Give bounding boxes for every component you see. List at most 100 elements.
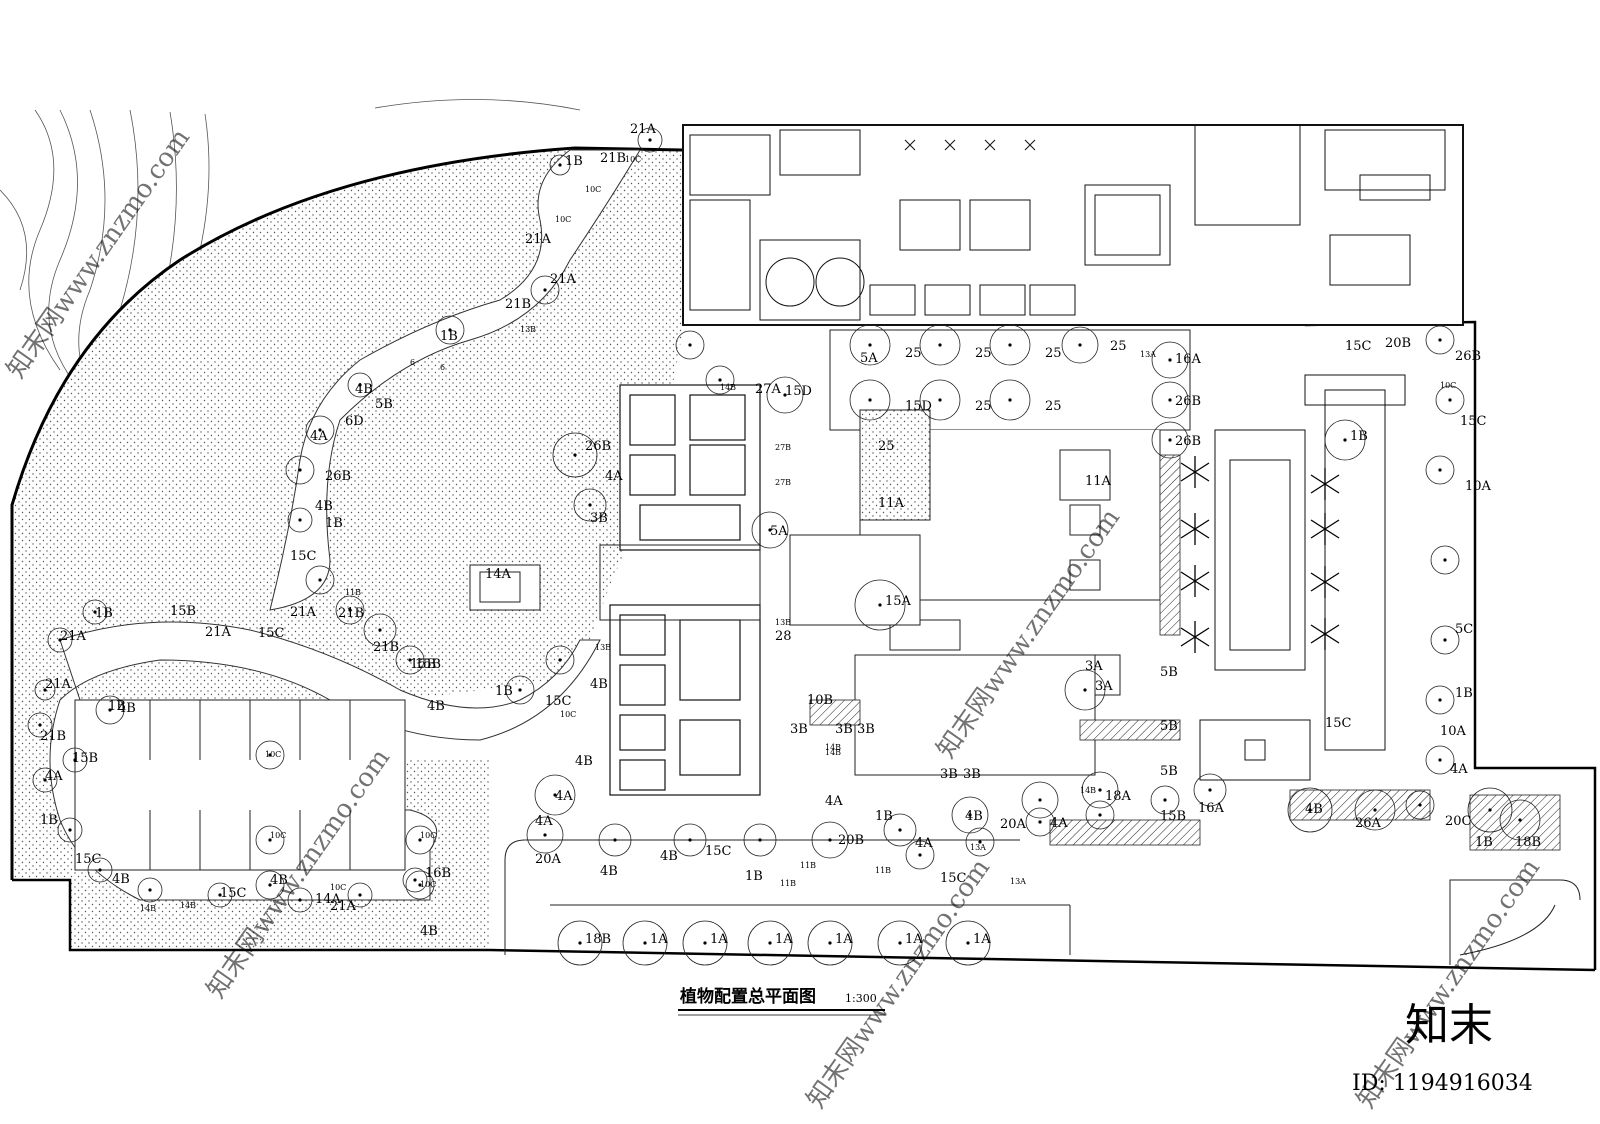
plant-code-label: 18B: [1515, 835, 1541, 850]
plant-code-label: 1B: [440, 329, 458, 344]
tree-canopy-icon: [951, 796, 989, 834]
plant-code-label: 15C: [75, 852, 102, 867]
plant-code-label: 5B: [1160, 764, 1178, 779]
plant-code-label: 10B: [807, 693, 833, 708]
tree-canopy-icon: [305, 415, 335, 445]
plant-code-label: 1B: [1455, 686, 1473, 701]
plant-code-label: 3A: [1095, 679, 1113, 694]
tree-canopy-icon: [1193, 773, 1227, 807]
drawing-title: 植物配置总平面图: [680, 986, 816, 1007]
tree-canopy-icon: [363, 613, 397, 647]
plant-code-label: 13A: [1140, 350, 1156, 359]
plant-code-label: 14B: [825, 748, 841, 757]
plant-code-label: 4B: [427, 699, 445, 714]
plant-code-label: 25: [975, 399, 992, 414]
plant-code-label: 16B: [425, 866, 451, 881]
planting-bed-curve: [269, 149, 641, 611]
plant-code-label: 14B: [825, 743, 841, 752]
tree-canopy-icon: [1287, 787, 1333, 833]
plant-code-label: 4B: [1305, 802, 1323, 817]
plant-code-label: 4B: [575, 754, 593, 769]
plant-code-label: 4B: [112, 872, 130, 887]
tree-canopy-icon: [557, 920, 603, 966]
tree-canopy-icon: [598, 823, 632, 857]
site-boundary-lower: [12, 878, 1596, 972]
tree-canopy-icon: [675, 330, 705, 360]
plant-code-label: 10A: [1465, 479, 1492, 494]
plant-code-label: 15D: [905, 399, 932, 414]
tree-canopy-icon: [637, 127, 663, 153]
plant-code-label: 10C: [270, 831, 286, 840]
plant-code-label: 21A: [45, 677, 72, 692]
tree-canopy-icon: [965, 827, 995, 857]
clubhouse-building: [682, 124, 1464, 326]
plant-code-label: 10C: [1440, 381, 1456, 390]
tree-canopy-icon: [1405, 790, 1435, 820]
plant-code-label: 4B: [590, 677, 608, 692]
plant-code-label: 15B: [170, 604, 196, 619]
lawn-feature: [469, 564, 541, 611]
plant-code-label: 3A: [1085, 659, 1103, 674]
plant-code-label: 4B: [660, 849, 678, 864]
plant-code-label: 21A: [60, 629, 87, 644]
plant-code-label: 21B: [505, 297, 531, 312]
plant-code-label: 1A: [905, 932, 923, 947]
plant-code-label: 28: [775, 629, 792, 644]
plant-code-label: 1B: [1350, 429, 1368, 444]
topography-contours: [0, 99, 581, 441]
plant-code-label: 27A: [755, 382, 782, 397]
plant-code-label: 25: [905, 346, 922, 361]
tree-canopy-icon: [534, 774, 576, 816]
plant-code-label: 4A: [310, 429, 328, 444]
tree-canopy-icon: [883, 813, 917, 847]
plant-code-label: 15C: [1325, 716, 1352, 731]
plant-code-label: 10C: [555, 215, 571, 224]
plant-code-label: 1B: [108, 699, 126, 714]
road-edges: [504, 839, 1581, 965]
plant-code-label: 3B: [835, 722, 853, 737]
plant-code-label: 1B: [875, 809, 893, 824]
plant-code-label: 3B: [940, 767, 958, 782]
plant-code-label: 10C: [265, 750, 281, 759]
plant-code-label: 4B: [355, 382, 373, 397]
tree-canopy-icon: [705, 365, 735, 395]
plant-code-label: 10C: [330, 883, 346, 892]
plant-code-label: 21B: [40, 729, 66, 744]
plant-code-label: 10C: [625, 155, 641, 164]
tree-canopy-icon: [682, 920, 728, 966]
tree-canopy-icon: [1064, 669, 1106, 711]
tree-canopy-icon: [1430, 545, 1460, 575]
tree-canopy-icon: [1430, 625, 1460, 655]
tree-canopy-icon: [573, 488, 607, 522]
plant-code-label: 15B: [72, 751, 98, 766]
plant-code-label: 15C: [220, 886, 247, 901]
plant-code-label: 3B: [790, 722, 808, 737]
plant-code-label: 20C: [1445, 814, 1472, 829]
tree-canopy-icon: [57, 817, 83, 843]
plant-code-label: 10C: [585, 185, 601, 194]
plant-code-label: 1A: [973, 932, 991, 947]
plant-code-label: 1A: [710, 932, 728, 947]
brand-logo: 知末: [1405, 1000, 1493, 1051]
tree-canopy-icon: [335, 595, 365, 625]
tree-canopy-icon: [405, 825, 435, 855]
plant-code-label: 15B: [415, 657, 441, 672]
plant-code-label: 10A: [1440, 724, 1467, 739]
plant-code-label: 21A: [330, 899, 357, 914]
plant-code-label: 21A: [290, 605, 317, 620]
plant-code-label: 6D: [345, 414, 364, 429]
tree-canopy-icon: [435, 315, 465, 345]
plant-code-label: 1B: [40, 813, 58, 828]
plant-code-label: 3B: [963, 767, 981, 782]
plant-code-label: 15C: [258, 626, 285, 641]
plant-code-label: 4B: [315, 499, 333, 514]
tree-canopy-icon: [905, 840, 935, 870]
tree-canopy-icon: [32, 767, 58, 793]
tree-canopy-icon: [1324, 419, 1366, 461]
plant-code-label: 11B: [345, 588, 361, 597]
tree-canopy-icon: [402, 867, 428, 893]
tree-canopy-icon: [87, 857, 113, 883]
tree-canopy-icon: [1081, 771, 1119, 809]
tree-canopy-icon: [849, 379, 891, 421]
watermark-text: 知末网www.znzmo.com: [801, 853, 996, 1114]
